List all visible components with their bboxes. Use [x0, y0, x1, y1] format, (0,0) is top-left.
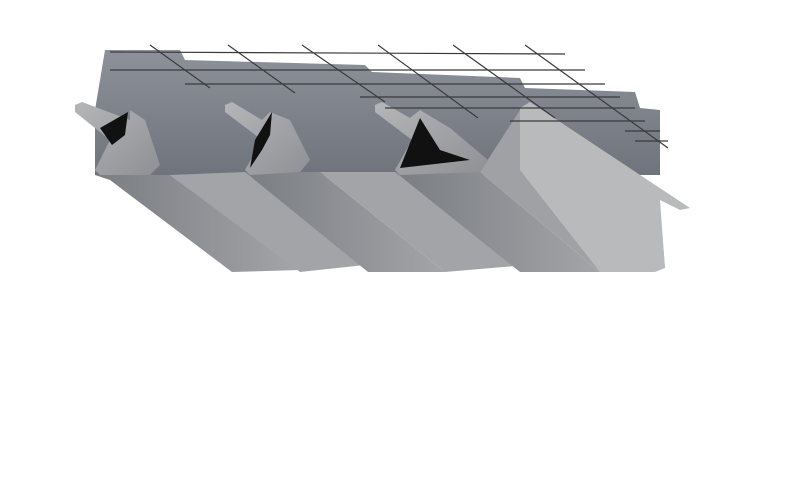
deck-rib-bodies [95, 110, 665, 272]
deck-rib-profiles [75, 102, 690, 272]
rebar-grid [109, 44, 669, 149]
